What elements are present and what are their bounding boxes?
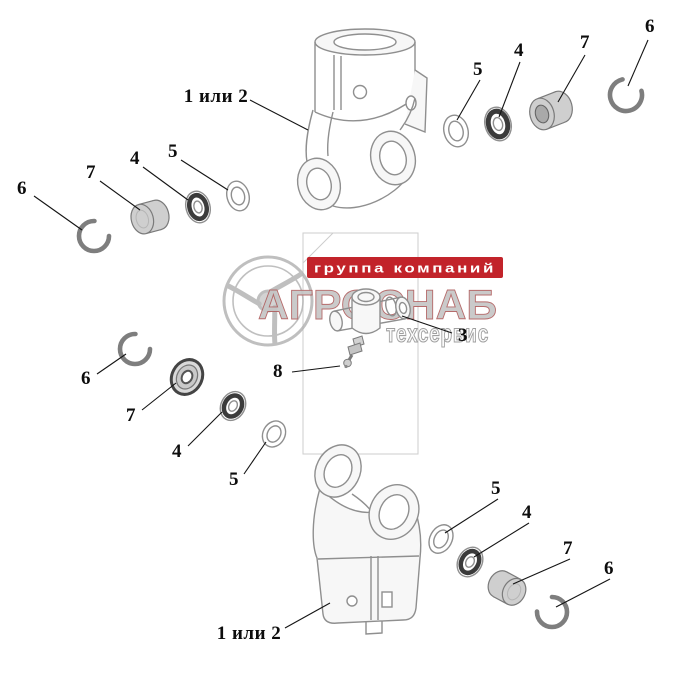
upper-yoke	[296, 28, 428, 211]
ring-mid-left	[261, 420, 287, 448]
watermark-wheel-logo	[222, 255, 314, 347]
bearing-cup-top-right	[529, 90, 573, 131]
grease-fitting	[343, 335, 365, 369]
bearing-cup-bottom-right	[487, 570, 527, 606]
callout-bearing-upper-left: 7	[86, 162, 96, 183]
callout-snapring-bottom-right: 6	[604, 558, 614, 579]
ring-upper-left	[225, 180, 251, 212]
seal-ring-mid-left	[219, 390, 247, 422]
callout-upper-yoke: 1 или 2	[183, 86, 249, 107]
seal-ring-bottom-right	[456, 546, 484, 578]
seal-ring-top-right	[483, 106, 513, 142]
snap-ring-mid-left	[117, 331, 153, 367]
cross-spider	[329, 288, 411, 369]
lower-left-parts-chain	[117, 331, 287, 448]
lower-right-parts-chain	[428, 524, 570, 630]
ring-bottom-right	[428, 524, 454, 554]
lower-yoke	[312, 444, 422, 635]
lower-yoke-window	[381, 591, 393, 608]
callout-ring-bottom-right: 5	[491, 478, 501, 499]
lower-yoke-hole	[346, 595, 358, 607]
watermark-banner-text: группа компаний	[314, 261, 496, 276]
leader-lines	[33, 39, 649, 629]
callout-seal-bottom-right: 4	[522, 502, 532, 523]
upper-left-parts-chain	[76, 180, 251, 254]
seal-ring-upper-left	[184, 190, 212, 224]
callout-lower-yoke: 1 или 2	[216, 623, 282, 644]
callout-ring-upper-left: 5	[168, 141, 178, 162]
callout-bearing-bottom-right: 7	[563, 538, 573, 559]
callout-snapring-top-right: 6	[645, 16, 655, 37]
snap-ring-top-right	[607, 76, 645, 114]
callout-seal-top-right: 4	[514, 40, 524, 61]
watermark: группа компаний АГРОСНАБ техсервис	[222, 255, 503, 349]
upper-right-parts-chain	[442, 76, 645, 148]
watermark-banner	[307, 257, 503, 278]
callout-bearing-mid-left: 7	[126, 405, 136, 426]
callout-bearing-top-right: 7	[580, 32, 590, 53]
callout-ring-mid-left: 5	[229, 469, 239, 490]
clamp-bolt-hole	[352, 84, 368, 100]
bearing-cup-upper-left	[130, 199, 170, 235]
callout-seal-mid-left: 4	[172, 441, 182, 462]
callout-ring-top-right: 5	[473, 59, 483, 80]
snap-ring-upper-left	[76, 218, 112, 254]
watermark-sub-text: техсервис	[386, 320, 489, 348]
callout-snapring-upper-left: 6	[17, 178, 27, 199]
callout-snapring-mid-left: 6	[81, 368, 91, 389]
callout-seal-upper-left: 4	[130, 148, 140, 169]
ring-top-right	[442, 114, 470, 148]
callout-grease-fitting: 8	[273, 361, 283, 382]
bearing-mid-left	[169, 358, 205, 396]
snap-ring-bottom-right	[534, 594, 570, 630]
callout-cross-spider: 3	[458, 325, 468, 346]
